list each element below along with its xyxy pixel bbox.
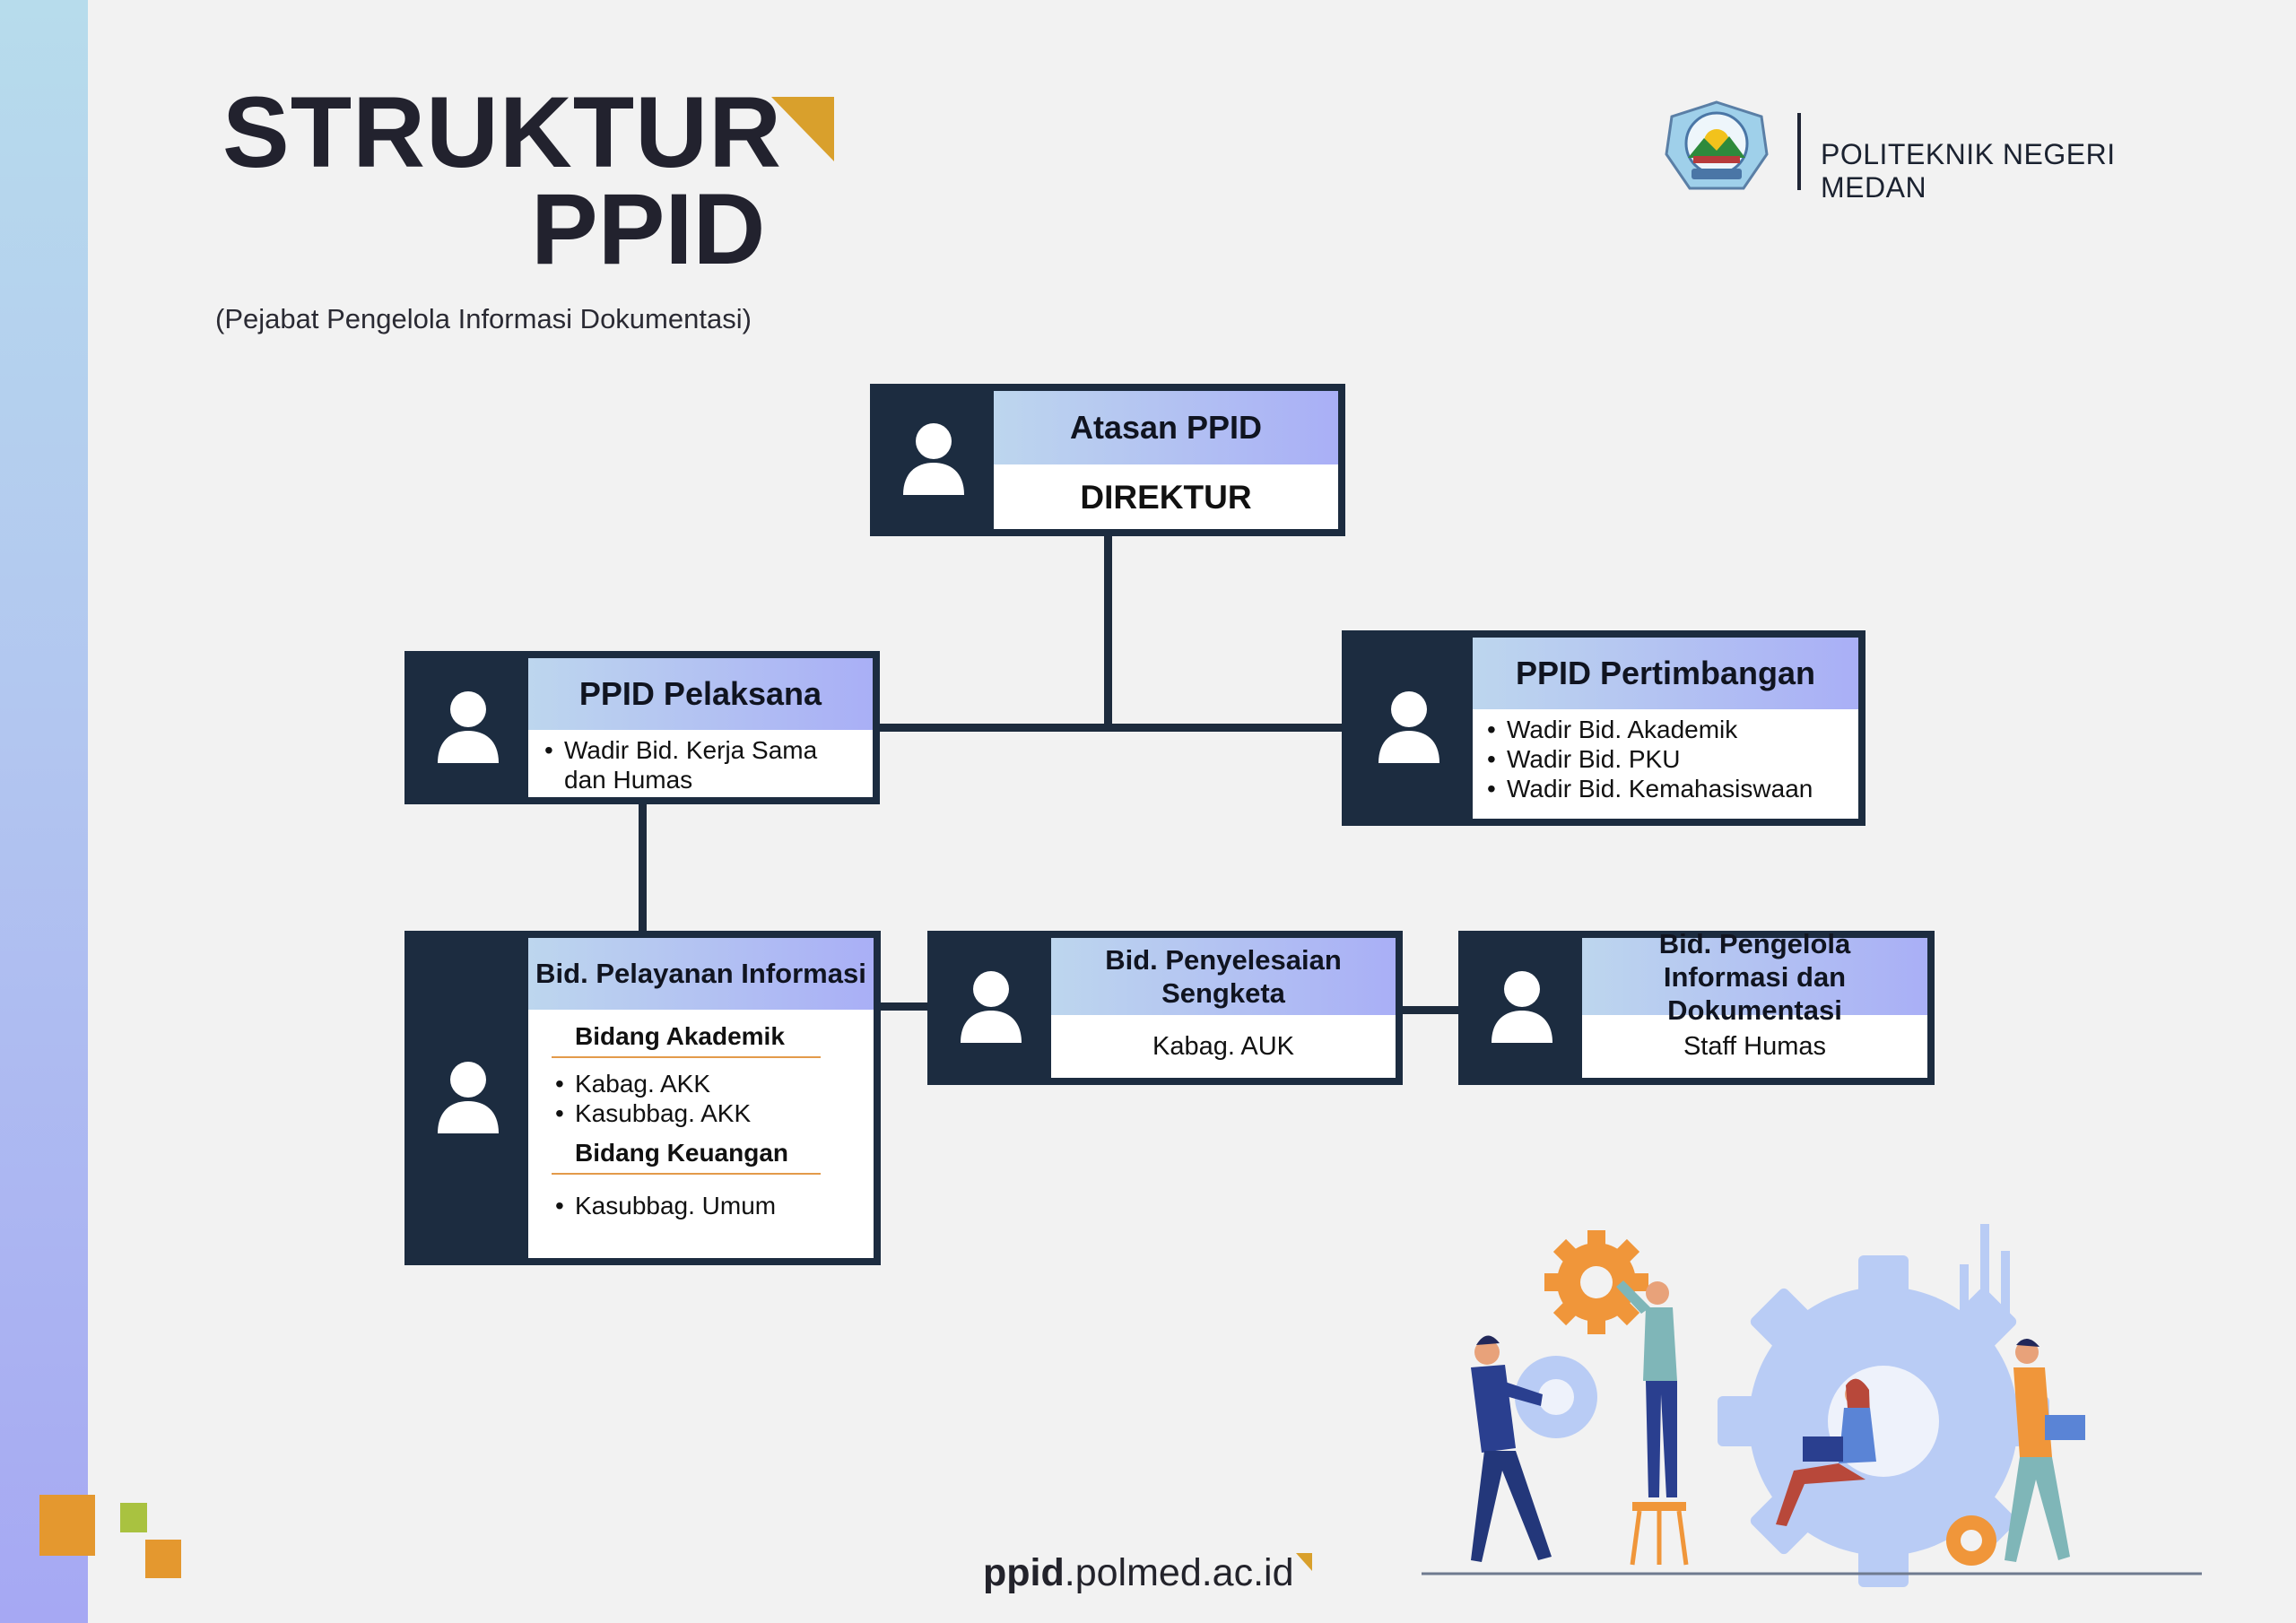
decor-square-orange bbox=[39, 1495, 95, 1556]
org-box-title: Bid. Pelayanan Informasi bbox=[528, 938, 874, 1010]
person-icon bbox=[438, 1061, 499, 1133]
section-heading: Bidang Keuangan bbox=[552, 1139, 821, 1175]
org-box-title: PPID Pertimbangan bbox=[1473, 638, 1858, 709]
side-gradient-band bbox=[0, 0, 88, 1623]
list-item: Wadir Bid. PKU bbox=[1483, 744, 1849, 774]
connector-pelayanan-penyelesaian bbox=[877, 1002, 931, 1011]
corner-triangle-icon bbox=[1295, 1553, 1312, 1571]
person-icon bbox=[1492, 971, 1552, 1043]
person-avatar bbox=[1345, 634, 1473, 822]
person-avatar bbox=[874, 387, 994, 533]
footer-url-rest: .polmed.ac.id bbox=[1064, 1551, 1294, 1594]
footer-url-bold: ppid bbox=[983, 1551, 1065, 1594]
section-heading: Bidang Akademik bbox=[552, 1022, 821, 1058]
org-box-body: DIREKTUR bbox=[1080, 479, 1252, 516]
org-box-penyelesaian: Bid. Penyelesaian Sengketa Kabag. AUK bbox=[927, 931, 1403, 1085]
org-box-list: Wadir Bid. Akademik Wadir Bid. PKU Wadir… bbox=[1483, 715, 1849, 803]
connector-horizontal-top bbox=[877, 724, 1345, 732]
large-gear-icon bbox=[1718, 1255, 2049, 1587]
org-box-title: Bid. Penyelesaian Sengketa bbox=[1051, 938, 1396, 1015]
person-avatar bbox=[408, 655, 528, 801]
list-item: Wadir Bid. Akademik bbox=[1483, 715, 1849, 744]
org-box-title: Bid. Pengelola Informasi dan Dokumentasi bbox=[1582, 928, 1927, 1026]
page-subtitle: (Pejabat Pengelola Informasi Dokumentasi… bbox=[215, 303, 752, 334]
connector-atasan-down bbox=[1104, 533, 1112, 731]
list-item: Wadir Bid. Kemahasiswaan bbox=[1483, 774, 1849, 803]
section-list: Kabag. AKK Kasubbag. AKK bbox=[552, 1069, 874, 1128]
decor-square-orange-small bbox=[145, 1540, 181, 1578]
orange-gear-icon bbox=[1544, 1230, 1648, 1334]
polmed-logo-icon bbox=[1665, 100, 1769, 190]
org-box-pelayanan: Bid. Pelayanan Informasi Bidang Akademik… bbox=[404, 931, 881, 1265]
org-box-atasan: Atasan PPID DIREKTUR bbox=[870, 384, 1345, 536]
connector-penyelesaian-pengelola bbox=[1401, 1006, 1460, 1014]
person-icon bbox=[1378, 691, 1439, 763]
connector-pelaksana-down bbox=[639, 802, 647, 933]
org-box-pelaksana: PPID Pelaksana Wadir Bid. Kerja Sama dan… bbox=[404, 651, 880, 804]
org-box-title: PPID Pelaksana bbox=[528, 658, 873, 730]
org-box-pengelola: Bid. Pengelola Informasi dan Dokumentasi… bbox=[1458, 928, 1935, 1085]
small-orange-gear-icon bbox=[1946, 1515, 1996, 1566]
person-icon bbox=[903, 423, 964, 495]
decor-square-green bbox=[120, 1503, 147, 1532]
org-box-title: Atasan PPID bbox=[994, 391, 1338, 464]
person-avatar bbox=[1462, 934, 1582, 1081]
org-box-body: Kabag. AUK bbox=[1152, 1031, 1294, 1061]
org-box-body: Staff Humas bbox=[1683, 1031, 1827, 1061]
list-item: Wadir Bid. Kerja Sama dan Humas bbox=[541, 735, 851, 794]
bar-chart-icon bbox=[1960, 1224, 2010, 1318]
footer-website[interactable]: ppid.polmed.ac.id bbox=[983, 1551, 1312, 1595]
person-icon bbox=[438, 690, 499, 763]
org-box-pertimbangan: PPID Pertimbangan Wadir Bid. Akademik Wa… bbox=[1342, 630, 1866, 826]
institution-name: POLITEKNIK NEGERI MEDAN bbox=[1821, 138, 2116, 204]
corner-triangle-icon bbox=[771, 97, 834, 161]
page-title-line1: STRUKTUR bbox=[222, 76, 782, 188]
person-left-illustration bbox=[1471, 1335, 1552, 1562]
brand-divider bbox=[1797, 113, 1801, 190]
list-item: Kasubbag. AKK bbox=[552, 1098, 874, 1128]
list-item: Kabag. AKK bbox=[552, 1069, 874, 1098]
list-item: Kasubbag. Umum bbox=[552, 1191, 874, 1220]
teamwork-gears-illustration bbox=[1422, 1224, 2202, 1587]
person-right-illustration bbox=[2005, 1338, 2085, 1562]
person-avatar bbox=[931, 934, 1051, 1081]
section-list: Kasubbag. Umum bbox=[552, 1191, 874, 1220]
person-avatar bbox=[408, 934, 528, 1262]
org-box-list: Wadir Bid. Kerja Sama dan Humas bbox=[541, 735, 864, 794]
person-icon bbox=[961, 971, 1022, 1043]
institution-brand: POLITEKNIK NEGERI MEDAN bbox=[1661, 99, 2217, 204]
person-on-stool-illustration bbox=[1616, 1280, 1689, 1566]
held-gear-icon bbox=[1515, 1356, 1597, 1438]
person-with-laptop-illustration bbox=[1776, 1378, 1876, 1526]
page-title-line2: PPID bbox=[531, 173, 766, 285]
